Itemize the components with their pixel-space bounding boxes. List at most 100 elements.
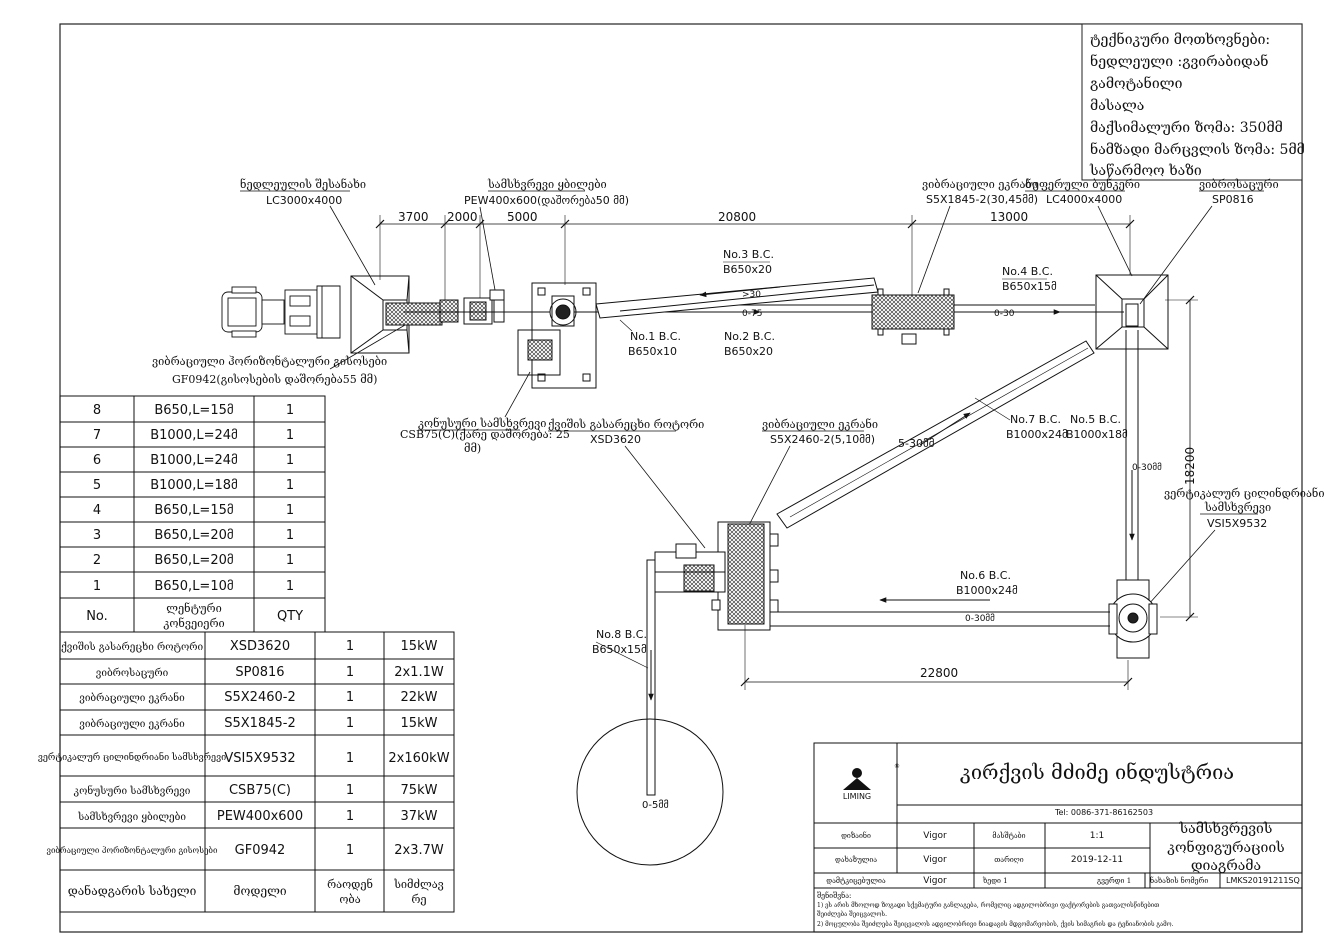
conveyor-labels: No.3 B.C. B650x20 No.4 B.C. B650x15მ No.… xyxy=(592,248,1128,669)
dim-13000: 13000 xyxy=(990,210,1028,224)
ct-qty-1: 1 xyxy=(286,428,294,443)
conveyor-8-spec: B650x15მ xyxy=(592,643,647,656)
ct-qty-0: 1 xyxy=(286,403,294,418)
et-name-7: ვიბრაციული ჰორიზონტალური გისოსები xyxy=(47,846,219,855)
scale-label: მასშტაბი xyxy=(992,832,1025,840)
et-power-1: 2x1.1W xyxy=(394,665,444,680)
vib-screen2-model: S5X2460-2(5,10მმ) xyxy=(770,433,875,446)
ct-model-6: B650,L=20მ xyxy=(154,553,233,568)
tech-line-6: ნამზადი მარცვლის ზომა: 5მმ xyxy=(1090,140,1305,158)
conveyor-2-spec: B650x20 xyxy=(724,345,773,358)
conveyor-4-spec: B650x15მ xyxy=(1002,280,1057,293)
et-model-4: VSI5X9532 xyxy=(224,751,295,766)
et-qty-1: 1 xyxy=(346,665,354,680)
hopper-name: ნედლეულის შესანახი xyxy=(240,178,366,191)
conveyor-4-label: No.4 B.C. xyxy=(1002,265,1053,278)
ct-header-model-2: კონვეიერი xyxy=(163,617,224,630)
tech-line-2: ნედლეული :გვირაბიდან xyxy=(1090,52,1268,70)
vsi-crusher xyxy=(1108,579,1158,659)
conveyor-6-spec: B1000x24მ xyxy=(956,584,1018,597)
conveyor-table-text: 8 B650,L=15მ 1 7 B1000,L=24მ 1 6 B1000,L… xyxy=(86,403,303,630)
ct-qty-3: 1 xyxy=(286,478,294,493)
ct-qty-7: 1 xyxy=(286,579,294,594)
conveyor-8-label: No.8 B.C. xyxy=(596,628,647,641)
conveyor-table xyxy=(59,395,326,633)
et-power-3: 15kW xyxy=(401,716,438,731)
title-line-2: კონფიგურაციის xyxy=(1167,838,1284,856)
flow-label-gt30: >30 xyxy=(742,290,761,300)
drawn-label: დახაზულია xyxy=(835,856,877,864)
conveyor-7-label: No.7 B.C. xyxy=(1010,413,1061,426)
flow-labels: >30 0-75 0-30 5-30მმ 0-30მმ 0-30მმ 0-5მმ xyxy=(642,290,1162,811)
et-model-3: S5X1845-2 xyxy=(224,716,295,731)
ct-qty-6: 1 xyxy=(286,553,294,568)
date-value: 2019-12-11 xyxy=(1071,855,1123,865)
ct-qty-4: 1 xyxy=(286,503,294,518)
conveyor-1-label: No.1 B.C. xyxy=(630,330,681,343)
et-name-5: კონუსური სამსხვრევი xyxy=(74,785,191,797)
et-power-2: 22kW xyxy=(401,690,438,705)
vib-feeder-model: SP0816 xyxy=(1212,193,1254,206)
sheet-label: ხედი 1 xyxy=(982,877,1008,885)
note-2: 2) მოცულობა შეიძლება შეიცვალოს ადგილობრი… xyxy=(817,920,1174,928)
conveyor-5-label: No.5 B.C. xyxy=(1070,413,1121,426)
ct-model-7: B650,L=10მ xyxy=(154,579,233,594)
et-qty-2: 1 xyxy=(346,690,354,705)
ct-qty-2: 1 xyxy=(286,453,294,468)
cone-model: CSB75(C)(ქარე დაშორება: 25 xyxy=(400,428,570,441)
et-qty-3: 1 xyxy=(346,716,354,731)
conveyor-3-spec: B650x20 xyxy=(723,263,772,276)
title-block-text: კირქვის მძიმე ინდუსტრია Tel: 0086-371-86… xyxy=(817,760,1300,928)
designer-value: Vigor xyxy=(923,831,947,841)
tech-requirements-box: ტექნიკური მოთხოვნები: ნედლეული :გვირაბიდ… xyxy=(1081,23,1305,181)
notes-heading: შენიშვნა: xyxy=(817,891,851,900)
vib-screen1-name: ვიბრაციული ეკრანი xyxy=(922,178,1038,191)
hopper-model: LC3000x4000 xyxy=(266,194,342,207)
et-model-7: GF0942 xyxy=(235,843,286,858)
scale-value: 1:1 xyxy=(1090,831,1104,841)
conveyor-5 xyxy=(1125,330,1139,585)
title-line-3: დიაგრამა xyxy=(1191,857,1261,874)
equipment-labels: ნედლეულის შესანახი LC3000x4000 სამსხვრევ… xyxy=(152,178,1324,606)
et-model-0: XSD3620 xyxy=(230,639,290,654)
tech-line-1: ტექნიკური მოთხოვნები: xyxy=(1090,30,1270,48)
et-model-1: SP0816 xyxy=(235,665,284,680)
ct-no-3: 5 xyxy=(93,478,101,493)
sand-washer xyxy=(654,543,726,593)
et-name-1: ვიბროსაცური xyxy=(96,668,169,679)
conveyor-7 xyxy=(776,340,1095,529)
flow-label-0-30-v: 0-30მმ xyxy=(1132,462,1162,473)
grizzly-name: ვიბრაციული ჰორიზონტალური გისოსები xyxy=(152,355,387,368)
et-qty-4: 1 xyxy=(346,751,354,766)
cone-name: კონუსური სამსხვრევი xyxy=(418,417,546,430)
et-qty-0: 1 xyxy=(346,639,354,654)
company-tel: Tel: 0086-371-86162503 xyxy=(1054,808,1153,817)
grizzly-model: GF0942(გისოსების დაშორება55 მმ) xyxy=(172,373,377,386)
flow-label-5-30: 5-30მმ xyxy=(898,437,935,450)
buffer-name: ბუფერული ბუნკერი xyxy=(1025,178,1140,191)
ct-header-model-1: ლენტური xyxy=(166,602,221,615)
title-line-1: სამსხვრევის xyxy=(1179,820,1273,837)
et-name-0: ქვიშის გასარეცხი როტორი xyxy=(61,642,204,653)
et-header-name: დანადგარის სახელი xyxy=(68,883,197,898)
vib-screen1-model: S5X1845-2(30,45მმ) xyxy=(926,193,1038,206)
ct-qty-5: 1 xyxy=(286,528,294,543)
vsi-name-2: სამსხვრევი xyxy=(1204,501,1271,514)
sand-washer-model: XSD3620 xyxy=(590,433,641,446)
ct-header-no: No. xyxy=(86,609,108,624)
cone-model-2: მმ) xyxy=(464,442,481,455)
dim-2000: 2000 xyxy=(447,210,478,224)
buffer-model: LC4000x4000 xyxy=(1046,193,1122,206)
jaw-model: PEW400x600(დაშორება50 მმ) xyxy=(464,194,629,207)
designer-label: დიზაინი xyxy=(841,831,871,840)
ct-no-7: 1 xyxy=(93,579,101,594)
ct-header-qty: QTY xyxy=(277,609,303,624)
et-qty-5: 1 xyxy=(346,783,354,798)
et-power-7: 2x3.7W xyxy=(394,843,444,858)
conveyor-8 xyxy=(576,559,724,866)
ct-no-1: 7 xyxy=(93,428,101,443)
logo-text: LIMING xyxy=(843,792,871,801)
dim-5000: 5000 xyxy=(507,210,538,224)
sand-washer-name: ქვიშის გასარეცხი როტორი xyxy=(548,418,704,431)
conveyor-6 xyxy=(770,597,1110,627)
